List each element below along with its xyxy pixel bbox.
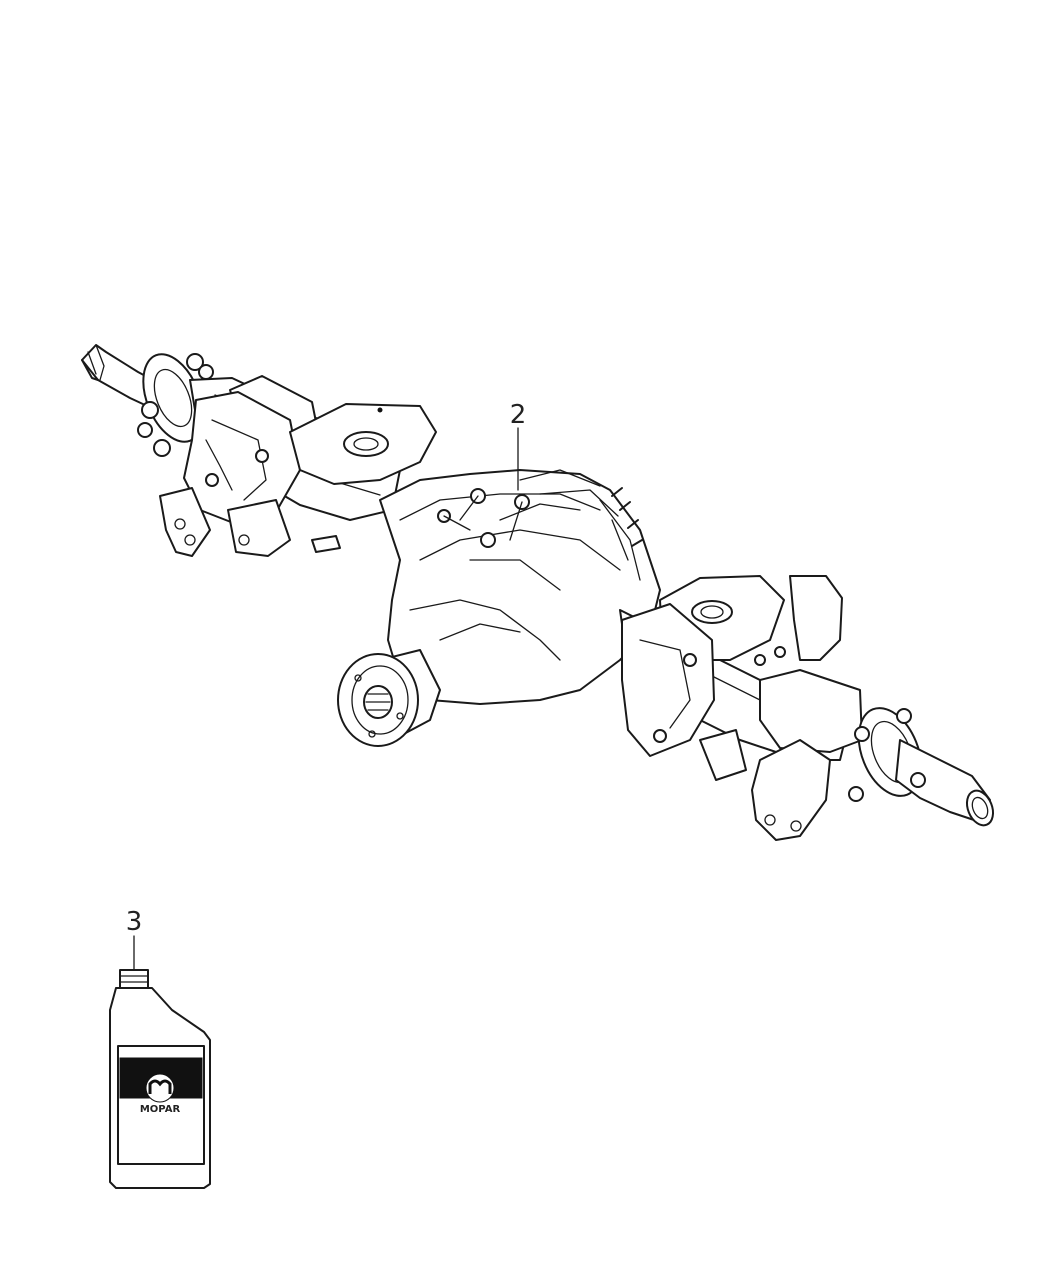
- bottle-brand-text: MOPAR: [140, 1104, 181, 1115]
- callout-2-label[interactable]: 2: [510, 400, 527, 430]
- pinion-flange: [337, 649, 441, 747]
- left-spring-seat: [289, 403, 437, 485]
- differential-housing: [379, 469, 661, 705]
- callout-3-label[interactable]: 3: [126, 907, 143, 937]
- gear-oil-bottle[interactable]: MOPAR: [109, 935, 211, 1189]
- rear-axle-assembly[interactable]: [81, 344, 998, 841]
- left-axle-spindle: [81, 344, 214, 457]
- mopar-logo: [145, 1073, 175, 1103]
- right-spring-mount: [621, 575, 863, 841]
- bottle-cap: [119, 969, 149, 989]
- right-axle-spindle: [848, 707, 995, 827]
